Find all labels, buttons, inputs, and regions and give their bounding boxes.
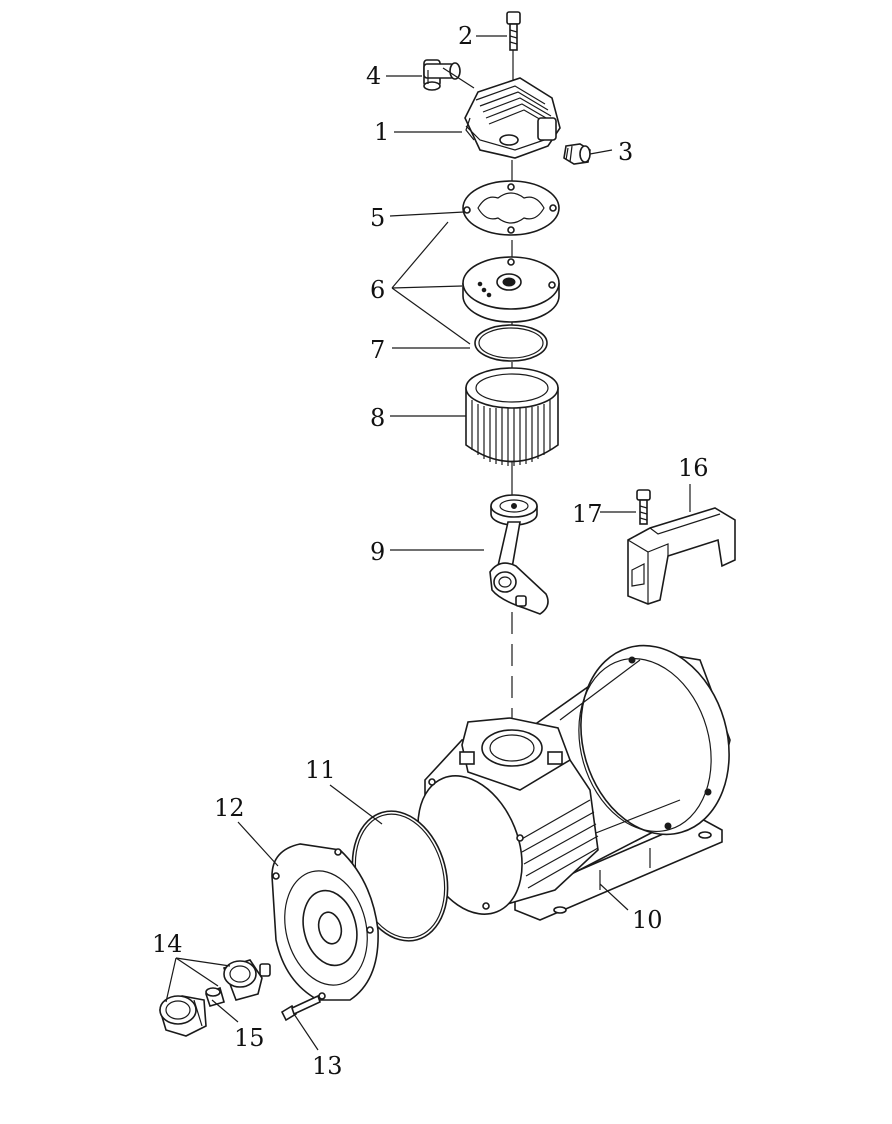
- part-2-screw: [506, 11, 521, 51]
- part-17-screw: [636, 489, 651, 525]
- label-1: 1: [374, 118, 389, 146]
- part-6-valve-plate: [462, 256, 560, 323]
- part-12-end-cover: [271, 843, 379, 1001]
- label-5: 5: [370, 204, 385, 232]
- part-8-finned-cylinder: [465, 367, 559, 466]
- part-14-filter-housing: [159, 959, 271, 1037]
- label-15: 15: [234, 1024, 265, 1052]
- label-6: 6: [370, 276, 385, 304]
- part-5-gasket: [462, 180, 560, 236]
- label-9: 9: [370, 538, 385, 566]
- label-2: 2: [458, 22, 473, 50]
- label-17: 17: [572, 500, 603, 528]
- part-13-screw: [280, 994, 321, 1022]
- part-16-handle: [627, 507, 736, 605]
- leader-lines: [165, 35, 691, 1051]
- part-1-cylinder-head: [464, 77, 561, 159]
- part-9-connecting-rod: [489, 494, 549, 615]
- part-4-elbow-fitting: [423, 59, 461, 91]
- label-11: 11: [305, 756, 336, 784]
- label-7: 7: [370, 336, 385, 364]
- part-15-filter-element: [205, 986, 225, 1007]
- label-13: 13: [312, 1052, 343, 1080]
- part-7-o-ring: [474, 324, 548, 362]
- label-8: 8: [370, 404, 385, 432]
- part-3-plug: [563, 143, 591, 165]
- label-12: 12: [214, 794, 245, 822]
- label-10: 10: [632, 906, 663, 934]
- label-3: 3: [618, 138, 633, 166]
- part-11-large-o-ring: [351, 810, 449, 942]
- label-16: 16: [678, 454, 709, 482]
- part-10-motor-housing: [417, 644, 731, 921]
- label-4: 4: [366, 62, 381, 90]
- callout-labels: 2 4 1 3 5 6 7 8 9 16 17 11 12 10 14 15 1…: [152, 22, 709, 1080]
- label-14: 14: [152, 930, 183, 958]
